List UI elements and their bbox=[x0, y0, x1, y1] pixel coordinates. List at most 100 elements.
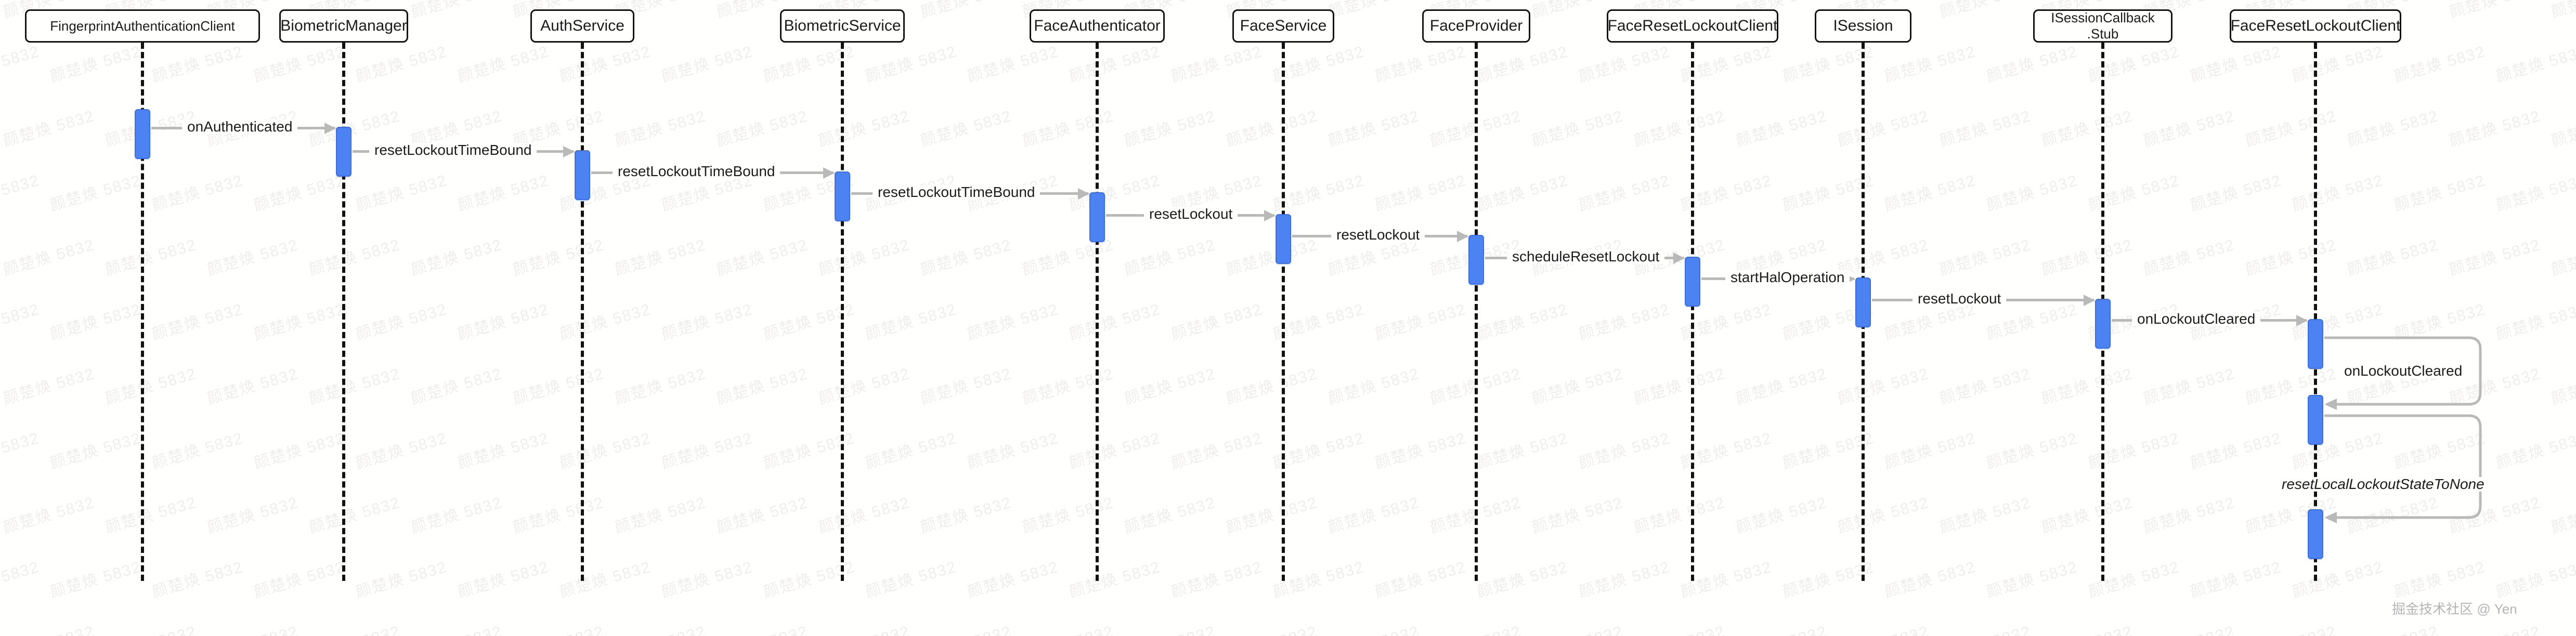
watermark-text: 颜楚焕 5832 bbox=[1373, 171, 1468, 215]
message-label-msg-8: startHalOperation bbox=[1725, 270, 1850, 285]
watermark-text: 颜楚焕 5832 bbox=[1836, 365, 1931, 408]
watermark-text: 颜楚焕 5832 bbox=[1067, 43, 1163, 86]
watermark-text: 颜楚焕 5832 bbox=[408, 0, 504, 22]
watermark-text: 颜楚焕 5832 bbox=[1326, 107, 1422, 150]
participant-faceService[interactable]: FaceService bbox=[1232, 9, 1334, 43]
watermark-text: 颜楚焕 5832 bbox=[1632, 365, 1727, 408]
watermark-text: 颜楚焕 5832 bbox=[965, 300, 1061, 343]
watermark-text: 颜楚焕 5832 bbox=[1122, 494, 1218, 537]
watermark-text: 颜楚焕 5832 bbox=[613, 236, 708, 279]
watermark-text: 颜楚焕 5832 bbox=[205, 365, 301, 408]
lifeline-biometricService bbox=[841, 43, 844, 581]
watermark-text: 颜楚焕 5832 bbox=[252, 429, 347, 472]
participant-label: FaceResetLockoutClient bbox=[1607, 17, 1778, 35]
watermark-text: 颜楚焕 5832 bbox=[1169, 558, 1265, 601]
watermark-text: 颜楚焕 5832 bbox=[1020, 107, 1116, 150]
watermark-text: 颜楚焕 5832 bbox=[252, 171, 347, 215]
watermark-text: 颜楚焕 5832 bbox=[1937, 107, 2033, 150]
participant-authService[interactable]: AuthService bbox=[530, 9, 634, 43]
watermark-text: 颜楚焕 5832 bbox=[2141, 365, 2237, 408]
watermark-text: 颜楚焕 5832 bbox=[2446, 618, 2543, 636]
watermark-text: 颜楚焕 5832 bbox=[816, 494, 912, 537]
watermark-text: 颜楚焕 5832 bbox=[815, 618, 912, 636]
watermark-text: 颜楚焕 5832 bbox=[1223, 618, 1320, 636]
watermark-text: 颜楚焕 5832 bbox=[1122, 365, 1218, 408]
watermark-text: 颜楚焕 5832 bbox=[48, 43, 144, 86]
participant-biometricService[interactable]: BiometricService bbox=[780, 9, 905, 43]
watermark-text: 颜楚焕 5832 bbox=[1067, 429, 1163, 472]
watermark-text: 颜楚焕 5832 bbox=[1984, 429, 2080, 472]
watermark-text: 颜楚焕 5832 bbox=[1169, 43, 1265, 86]
watermark-text: 颜楚焕 5832 bbox=[965, 429, 1061, 472]
watermark-text: 颜楚焕 5832 bbox=[1, 365, 97, 408]
watermark-text: 颜楚焕 5832 bbox=[354, 171, 449, 215]
lifeline-faceService bbox=[1282, 43, 1285, 581]
watermark-text: 颜楚焕 5832 bbox=[2141, 494, 2237, 537]
watermark-text: 颜楚焕 5832 bbox=[1373, 300, 1468, 343]
watermark-text: 颜楚焕 5832 bbox=[306, 618, 402, 636]
participant-faceAuthenticator[interactable]: FaceAuthenticator bbox=[1030, 9, 1165, 43]
watermark-text: 颜楚焕 5832 bbox=[2141, 236, 2237, 279]
activation-bar-faceResetLockoutClient2 bbox=[2308, 319, 2323, 369]
participant-label: ISession bbox=[1833, 17, 1893, 35]
participant-biometricManager[interactable]: BiometricManager bbox=[279, 9, 408, 43]
watermark-text: 颜楚焕 5832 bbox=[2086, 558, 2182, 601]
watermark-text: 颜楚焕 5832 bbox=[1632, 494, 1727, 537]
lifeline-fingerprintAuthenticationClient bbox=[141, 43, 144, 581]
watermark-text: 颜楚焕 5832 bbox=[150, 171, 245, 215]
activation-bar-faceService bbox=[1276, 214, 1291, 264]
watermark-text: 颜楚焕 5832 bbox=[252, 558, 347, 601]
message-label-msg-5: resetLockout bbox=[1144, 207, 1238, 221]
watermark-text: 颜楚焕 5832 bbox=[0, 558, 42, 601]
lifeline-faceProvider bbox=[1475, 43, 1478, 581]
watermark-text: 颜楚焕 5832 bbox=[917, 618, 1014, 636]
watermark-text: 颜楚焕 5832 bbox=[1937, 236, 2033, 279]
participant-label: BiometricService bbox=[784, 17, 901, 35]
activation-bar-biometricManager bbox=[336, 127, 352, 177]
footer-credit: 掘金技术社区 @ Yen bbox=[2392, 601, 2517, 617]
watermark-text: 颜楚焕 5832 bbox=[2548, 618, 2576, 636]
watermark-text: 颜楚焕 5832 bbox=[557, 429, 653, 472]
watermark-text: 颜楚焕 5832 bbox=[613, 365, 708, 408]
watermark-text: 颜楚焕 5832 bbox=[2290, 558, 2386, 601]
message-label-msg-3: resetLockoutTimeBound bbox=[613, 164, 780, 179]
watermark-text: 颜楚焕 5832 bbox=[1475, 171, 1570, 215]
watermark-text: 颜楚焕 5832 bbox=[714, 107, 810, 150]
watermark-text: 颜楚焕 5832 bbox=[863, 300, 959, 343]
watermark-text: 颜楚焕 5832 bbox=[2392, 43, 2488, 86]
message-label-msg-2: resetLockoutTimeBound bbox=[369, 143, 537, 157]
watermark-text: 颜楚焕 5832 bbox=[1475, 429, 1570, 472]
watermark-text: 颜楚焕 5832 bbox=[456, 171, 551, 215]
participant-iSessionCallbackStub[interactable]: ISessionCallback.Stub bbox=[2033, 9, 2172, 43]
watermark-text: 颜楚焕 5832 bbox=[1984, 171, 2080, 215]
watermark-text: 颜楚焕 5832 bbox=[1373, 558, 1468, 601]
watermark-text: 颜楚焕 5832 bbox=[714, 494, 810, 537]
participant-fingerprintAuthenticationClient[interactable]: FingerprintAuthenticationClient bbox=[25, 9, 260, 43]
watermark-text: 颜楚焕 5832 bbox=[1224, 107, 1320, 150]
watermark-text: 颜楚焕 5832 bbox=[659, 558, 755, 601]
watermark-text: 颜楚焕 5832 bbox=[0, 618, 97, 636]
watermark-text: 颜楚焕 5832 bbox=[103, 236, 199, 279]
watermark-text: 颜楚焕 5832 bbox=[1475, 43, 1570, 86]
watermark-text: 颜楚焕 5832 bbox=[1734, 494, 1829, 537]
watermark-text: 颜楚焕 5832 bbox=[150, 558, 245, 601]
watermark-text: 颜楚焕 5832 bbox=[456, 558, 551, 601]
watermark-text: 颜楚焕 5832 bbox=[2086, 171, 2182, 215]
watermark-text: 颜楚焕 5832 bbox=[1224, 494, 1320, 537]
watermark-text: 颜楚焕 5832 bbox=[2446, 0, 2543, 22]
watermark-text: 颜楚焕 5832 bbox=[714, 365, 810, 408]
participant-faceResetLockoutClient1[interactable]: FaceResetLockoutClient bbox=[1607, 9, 1778, 43]
watermark-text: 颜楚焕 5832 bbox=[1373, 429, 1468, 472]
watermark-text: 颜楚焕 5832 bbox=[2243, 107, 2339, 150]
participant-faceProvider[interactable]: FaceProvider bbox=[1422, 9, 1530, 43]
watermark-text: 颜楚焕 5832 bbox=[1122, 236, 1218, 279]
watermark-text: 颜楚焕 5832 bbox=[2039, 236, 2135, 279]
watermark-text: 颜楚焕 5832 bbox=[1122, 107, 1218, 150]
watermark-text: 颜楚焕 5832 bbox=[2548, 0, 2576, 22]
watermark-text: 颜楚焕 5832 bbox=[252, 43, 347, 86]
participant-iSession[interactable]: ISession bbox=[1815, 9, 1911, 43]
watermark-text: 颜楚焕 5832 bbox=[1224, 365, 1320, 408]
watermark-text: 颜楚焕 5832 bbox=[2549, 236, 2576, 279]
participant-faceResetLockoutClient2[interactable]: FaceResetLockoutClient bbox=[2230, 9, 2401, 43]
watermark-text: 颜楚焕 5832 bbox=[965, 43, 1061, 86]
